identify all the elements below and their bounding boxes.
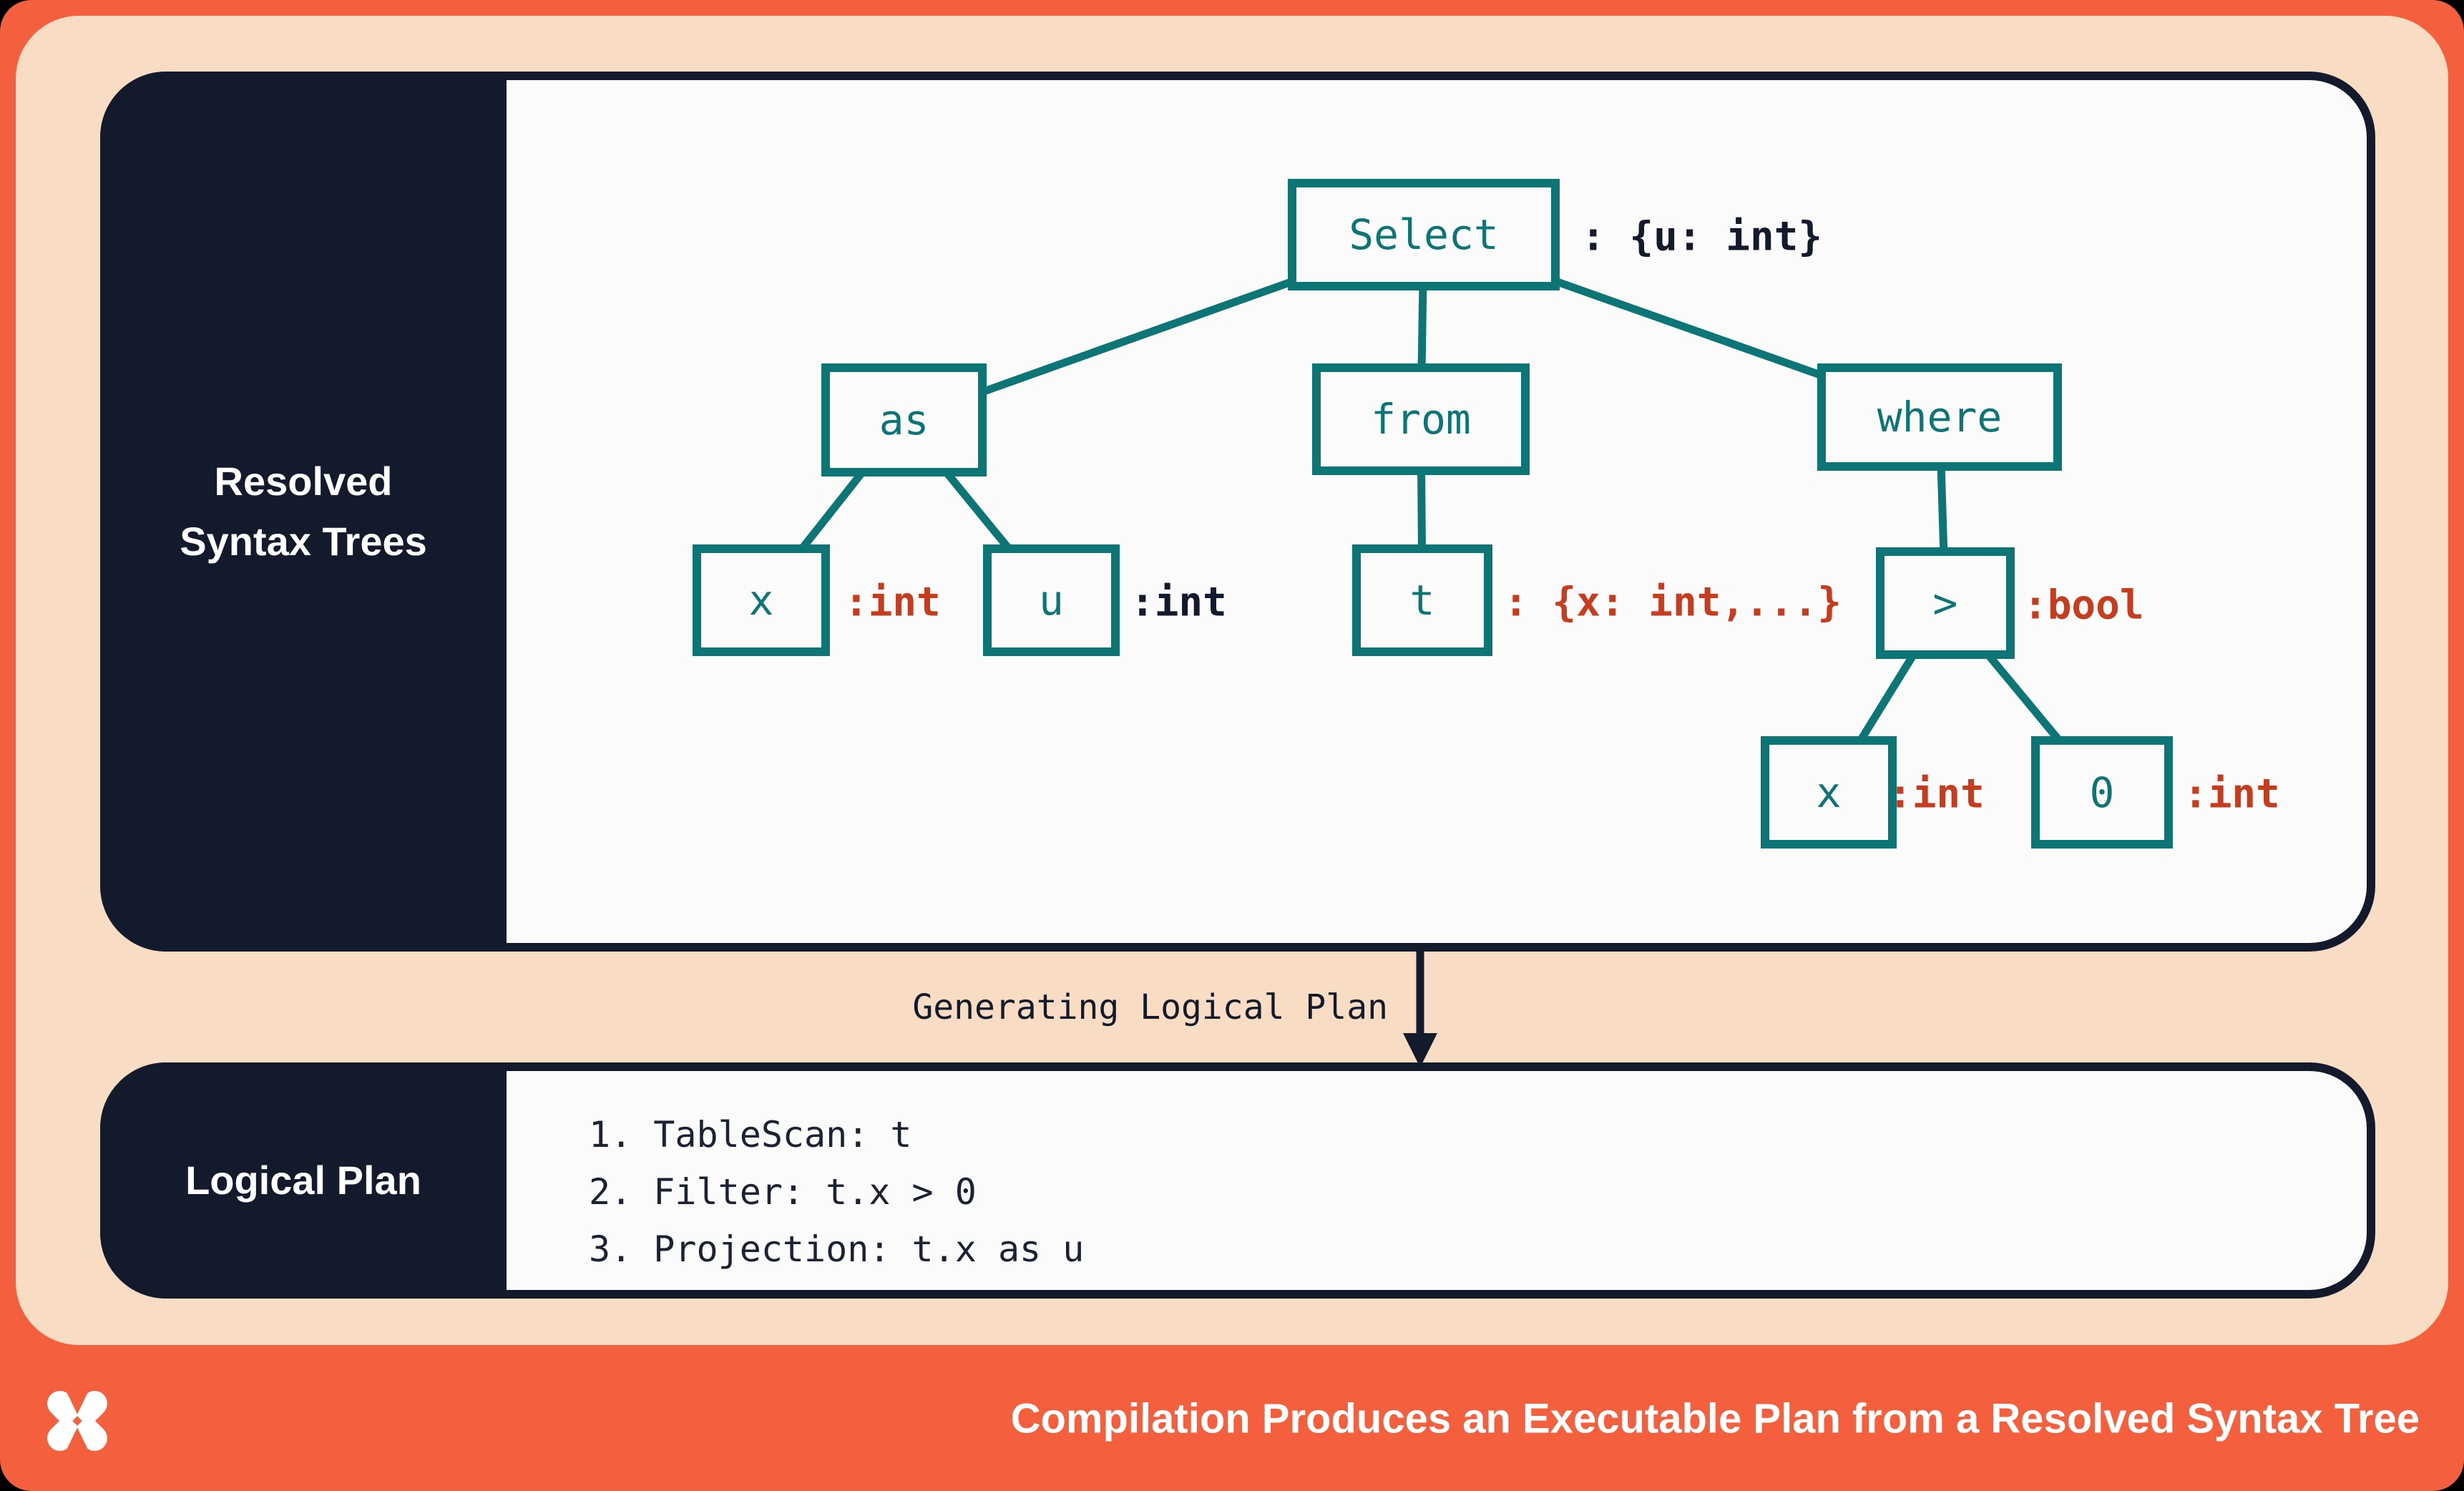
tree-node-where: where	[1817, 363, 2062, 471]
logical-plan-step-3: 3. Projection: t.x as u	[589, 1228, 1085, 1270]
tree-node-x-operand-label: x	[1816, 768, 1842, 817]
tree-node-where-label: where	[1877, 393, 2003, 441]
resolved-syntax-trees-sidebar: Resolved Syntax Trees	[100, 72, 507, 952]
tree-node-greater-than-label: >	[1932, 579, 1958, 627]
tree-node-u-label: u	[1039, 576, 1064, 625]
type-annotation-t: : {x: int,...}	[1504, 579, 1842, 626]
resolved-syntax-trees-label-line2: Syntax Trees	[180, 519, 427, 564]
tree-node-u: u	[983, 544, 1120, 656]
logical-plan-step-1: 1. TableScan: t	[589, 1114, 912, 1155]
tree-node-as-label: as	[879, 396, 929, 444]
logical-plan-steps: 1. TableScan: t 2. Filter: t.x > 0 3. Pr…	[589, 1106, 1084, 1278]
logical-plan-sidebar: Logical Plan	[100, 1062, 507, 1299]
resolved-syntax-trees-panel: Resolved Syntax Trees	[100, 72, 2375, 952]
footer-caption: Compilation Produces an Executable Plan …	[1010, 1395, 2420, 1442]
generating-logical-plan-label: Generating Logical Plan	[912, 987, 1388, 1027]
type-annotation-greater-than: :bool	[2023, 582, 2144, 629]
tree-node-x-alias-label: x	[748, 576, 774, 625]
type-annotation-x-operand: :int	[1888, 771, 1985, 818]
type-annotation-select: : {u: int}	[1581, 213, 1823, 260]
tree-node-zero: 0	[2031, 736, 2173, 849]
logical-plan-panel: Logical Plan	[100, 1062, 2375, 1299]
tree-node-from: from	[1312, 363, 1530, 475]
tree-node-as: as	[821, 363, 987, 476]
tree-node-select-label: Select	[1349, 210, 1499, 259]
tree-node-t-label: t	[1409, 576, 1435, 625]
resolved-syntax-trees-label-line1: Resolved	[214, 459, 393, 504]
pinwheel-x-logo	[47, 1389, 107, 1452]
tree-node-zero-label: 0	[2089, 768, 2115, 817]
tree-node-x-operand: x	[1761, 736, 1897, 849]
tree-node-greater-than: >	[1876, 547, 2015, 659]
type-annotation-x-alias: :int	[844, 579, 941, 626]
logical-plan-label: Logical Plan	[185, 1158, 421, 1203]
type-annotation-zero: :int	[2184, 771, 2280, 818]
tree-node-t: t	[1352, 544, 1492, 656]
type-annotation-u: :int	[1130, 579, 1227, 626]
tree-node-from-label: from	[1371, 395, 1471, 444]
logical-plan-step-2: 2. Filter: t.x > 0	[589, 1171, 977, 1213]
tree-node-x-alias: x	[693, 544, 830, 656]
tree-node-select: Select	[1288, 179, 1560, 290]
